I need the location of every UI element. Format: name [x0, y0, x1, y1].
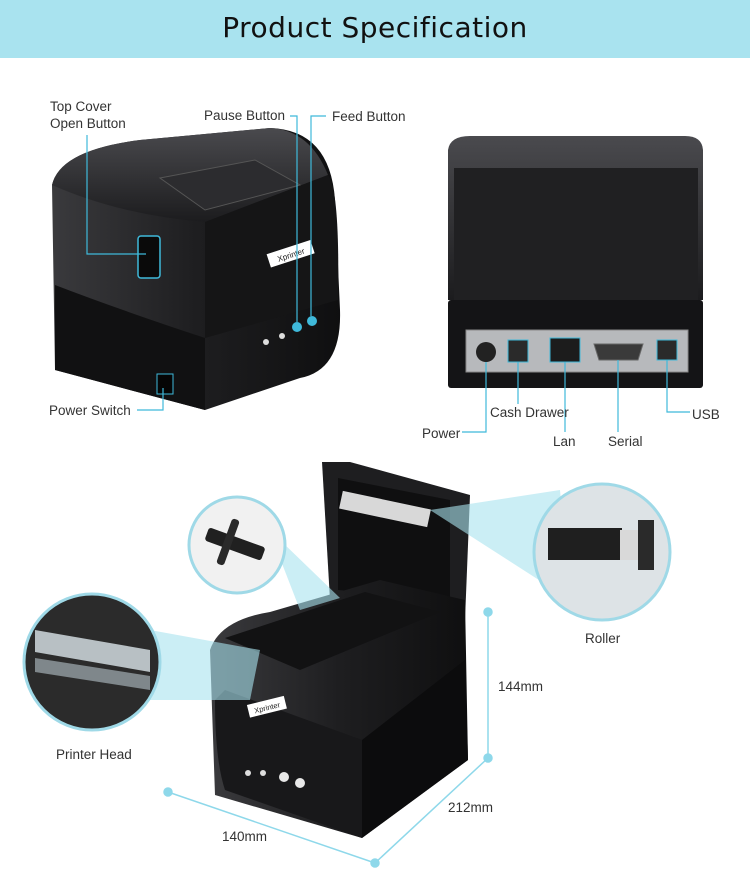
front-leader-lines: [86, 115, 326, 411]
magnifier-printer-head: [22, 592, 162, 732]
label-height-144mm: 144mm: [498, 679, 544, 694]
label-top-cover-open-button: Open Button: [50, 116, 126, 131]
label-depth-212mm: 212mm: [448, 800, 494, 815]
label-lan: Lan: [553, 434, 576, 449]
label-power-switch: Power Switch: [49, 403, 131, 418]
magnifier-paper-spindle: [187, 495, 287, 595]
label-serial: Serial: [608, 434, 643, 449]
page-title: Product Specification: [222, 11, 528, 44]
header-banner: Product Specification: [0, 0, 750, 58]
magnifier-roller: [532, 482, 672, 622]
label-top-cover: Top Cover: [50, 99, 112, 114]
label-cash-drawer: Cash Drawer: [490, 405, 569, 420]
label-usb: USB: [692, 407, 720, 422]
label-power: Power: [422, 426, 461, 441]
back-printer: [448, 136, 703, 388]
label-printer-head: Printer Head: [56, 747, 132, 762]
dimension-lines: [163, 607, 493, 868]
back-leader-lines: [462, 360, 690, 433]
front-printer: Xprinter: [52, 128, 341, 410]
open-printer: Xprinter: [210, 462, 470, 838]
label-feed-button: Feed Button: [332, 109, 406, 124]
label-roller: Roller: [585, 631, 621, 646]
label-pause-button: Pause Button: [204, 108, 286, 123]
magnifier-beams: [140, 490, 570, 700]
label-width-140mm: 140mm: [222, 829, 268, 844]
